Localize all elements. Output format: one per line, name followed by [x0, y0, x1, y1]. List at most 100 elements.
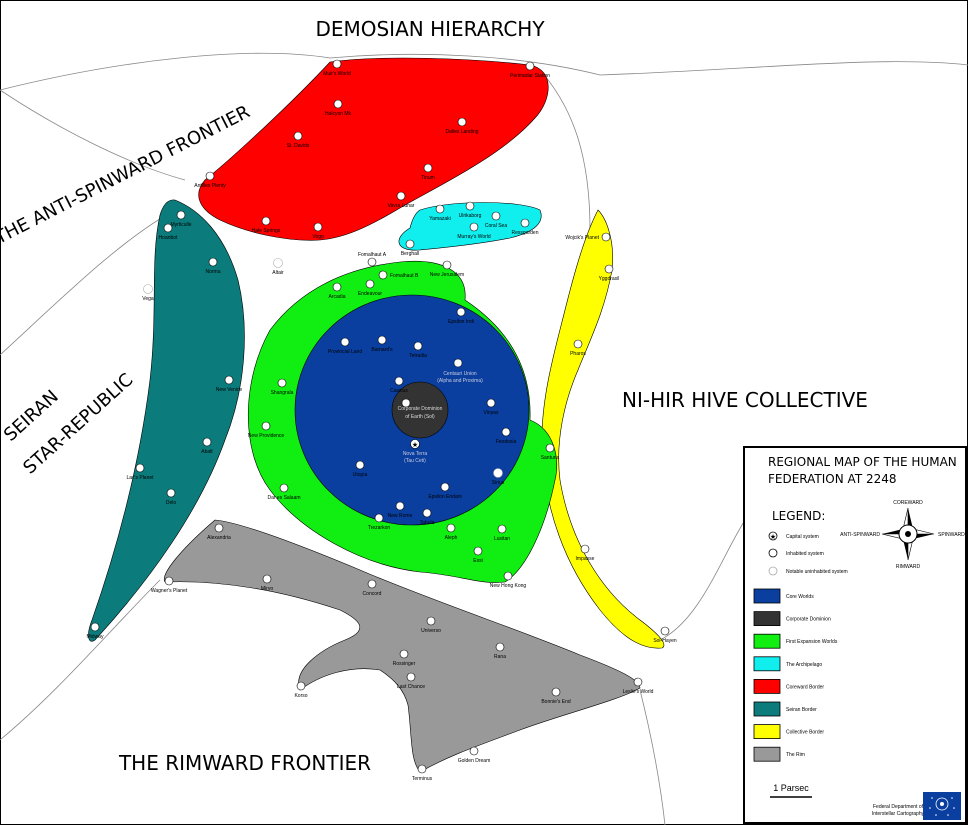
label-centauri-2: (Alpha and Proxima)	[437, 378, 483, 384]
sirius-label: Sirius	[492, 480, 505, 486]
region-label-demosian: DEMOSIAN HIERARCHY	[315, 17, 545, 41]
system-korso: Korso	[294, 681, 308, 699]
shangrala-marker	[277, 378, 287, 388]
system-newvenice: New Venice	[216, 375, 242, 393]
miryo-marker	[262, 574, 272, 584]
southwest-border-line	[0, 579, 161, 741]
legend-swatch-label-4: Coreward Border	[786, 684, 824, 690]
yggdrasil-marker	[604, 264, 614, 274]
system-delo: Delo	[166, 488, 177, 506]
newprovidence-marker	[261, 421, 271, 431]
lacis-marker	[135, 463, 145, 473]
alexandria-label: Alexandria	[207, 535, 231, 541]
trezo-label: Trezarkon	[368, 525, 391, 531]
legend-swatch-7	[753, 746, 781, 762]
system-epsilon_eridani: Epsilon Eridani	[428, 482, 462, 500]
utopia-label: Utopia	[353, 472, 368, 478]
lacis-label: Lac's Planet	[126, 475, 154, 481]
daressalaam-label: Dar es Salaam	[267, 495, 300, 501]
yamazaki-label: Yamazaki	[429, 216, 451, 222]
korso-marker	[296, 681, 306, 691]
system-trezo: Trezarkon	[368, 513, 391, 531]
delo-label: Delo	[166, 500, 177, 506]
seiran-border-region	[88, 199, 245, 642]
halpyn-marker	[333, 99, 343, 109]
legend-swatch-label-6: Collective Border	[786, 730, 824, 736]
midway-marker	[90, 622, 100, 632]
redmire-label: Muir's World	[323, 71, 351, 77]
system-antilles: Antilles Plenty	[194, 171, 226, 189]
newrome-label: New Rome	[388, 513, 413, 519]
feodosia-label: Feodosia	[496, 439, 517, 445]
system-halesprings: Hale Springs	[252, 216, 281, 234]
system-universo: Universo	[421, 616, 441, 634]
lusitan-label: Lusitan	[494, 536, 510, 542]
system-dalles: Dalles Landing	[445, 117, 479, 135]
stdavids-marker	[293, 131, 303, 141]
legend-swatch-6	[753, 724, 781, 739]
santuria-label: Santuria	[541, 455, 560, 461]
dalles-marker	[457, 117, 467, 127]
feodosia-marker	[501, 427, 511, 437]
system-newrome: New Rome	[388, 501, 413, 519]
midway-label: Midway	[87, 634, 104, 640]
tetrarch-label: Tetradia	[409, 353, 427, 359]
terminus-marker	[417, 764, 427, 774]
fomalhaut_b-label: Fomalhaut B	[390, 273, 419, 279]
lastchance-label: Last Chance	[397, 684, 425, 690]
leslies-label: Leslie's World	[623, 689, 654, 695]
legend-panel: REGIONAL MAP OF THE HUMAN FEDERATION AT …	[743, 446, 967, 824]
compass-south-label: RIMWARD	[896, 564, 921, 570]
legend-swatch-5	[753, 701, 781, 717]
altair-label: Altair	[272, 270, 284, 276]
border-lines	[0, 52, 968, 825]
hoanbot-label: Hoanbot	[159, 235, 179, 241]
system-halpyn: Halcyon Mk	[325, 99, 352, 117]
cassius-label: Cassius	[390, 388, 408, 394]
rana-marker	[495, 642, 505, 652]
halpyn-label: Halcyon Mk	[325, 111, 352, 117]
system-norma: Norma	[205, 257, 221, 275]
fomalhaut_a-marker	[367, 257, 377, 267]
essi-label: Essi	[473, 558, 482, 564]
rim-region	[163, 519, 641, 773]
newprovidence-label: New Providence	[248, 433, 285, 439]
compass-east-label: SPINWARD	[938, 532, 965, 538]
compass-north-label: COREWARD	[893, 500, 923, 506]
legend-swatch-label-0: Core Worlds	[786, 594, 814, 600]
lusitan-marker	[497, 524, 507, 534]
system-aleph: Aleph	[445, 523, 458, 541]
leslies-marker	[633, 677, 643, 687]
coralsea-marker	[491, 211, 501, 221]
system-utopia: Utopia	[353, 460, 368, 478]
newrome-marker	[395, 501, 405, 511]
aleph-marker	[446, 523, 456, 533]
epsilon_indi-marker	[456, 307, 466, 317]
system-impasse: Impasse	[576, 544, 595, 562]
system-provincial: Provincial Land	[328, 337, 362, 355]
north-border-line	[0, 52, 968, 91]
system-terminus: Terminus	[412, 764, 433, 782]
system-vinyas: Vinyas	[484, 398, 499, 416]
pharos-label: Pharos	[570, 351, 586, 357]
pharos-marker	[573, 339, 583, 349]
dalles-label: Dalles Landing	[445, 129, 478, 135]
impasse-marker	[580, 544, 590, 554]
system-endeavour: Endeavour	[358, 279, 382, 297]
system-tabula: Tabula	[420, 508, 435, 526]
department-logo-icon	[923, 792, 961, 820]
endeavour-marker	[365, 279, 375, 289]
goldendream-marker	[469, 746, 479, 756]
universo-marker	[426, 616, 436, 626]
compass-west-label: ANTI-SPINWARD	[840, 532, 880, 538]
vinyas-marker	[486, 398, 496, 408]
legend-box	[743, 446, 967, 824]
system-bonnies: Bonnie's End	[541, 687, 571, 705]
system-feodosia: Feodosia	[496, 427, 517, 445]
svg-text:★: ★	[412, 441, 418, 449]
newvenice-marker	[224, 375, 234, 385]
wagners-label: Wagner's Planet	[151, 588, 188, 594]
legend-swatch-4	[753, 679, 781, 694]
